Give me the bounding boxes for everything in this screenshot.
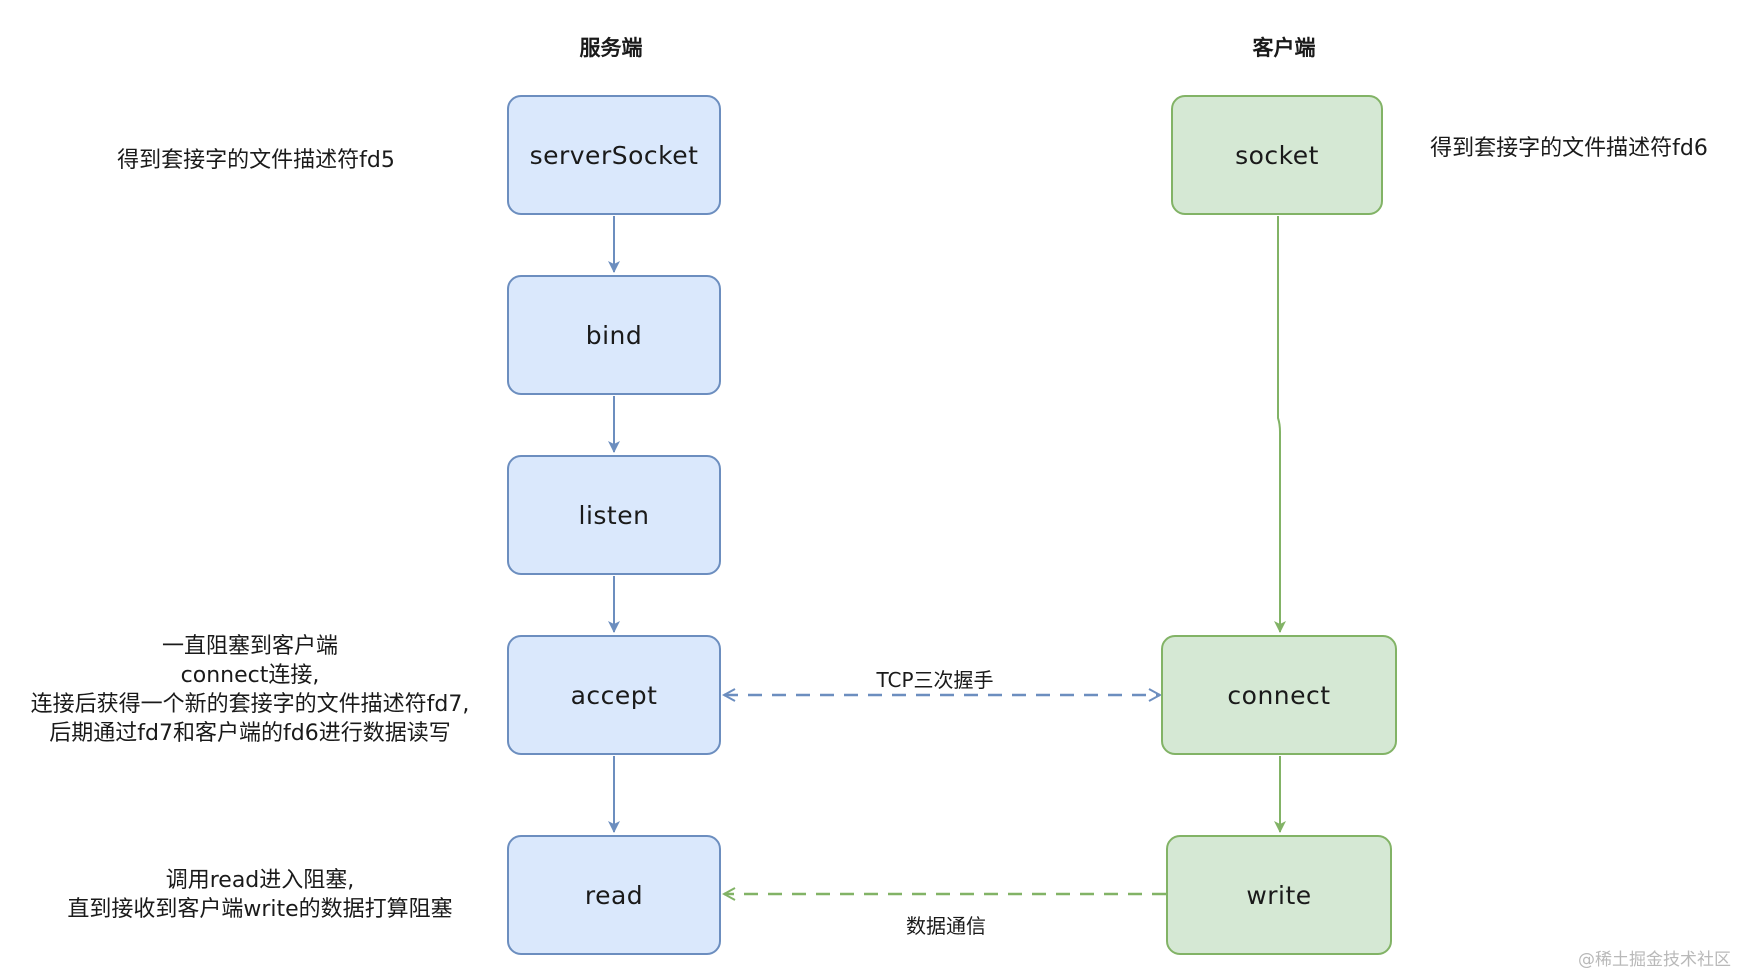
- edge-socket-to-connect: [1274, 216, 1286, 633]
- note-client-socket: 得到套接字的文件描述符fd6: [1430, 136, 1708, 161]
- note-read-line-1: 调用read进入阻塞,: [165, 868, 355, 893]
- note-accept-line-1: 一直阻塞到客户端: [161, 634, 338, 659]
- node-bind[interactable]: bind: [507, 275, 721, 395]
- node-accept[interactable]: accept: [507, 635, 721, 755]
- node-connect[interactable]: connect: [1161, 635, 1397, 755]
- node-listen[interactable]: listen: [507, 455, 721, 575]
- node-socket[interactable]: socket: [1171, 95, 1383, 215]
- node-write[interactable]: write: [1166, 835, 1392, 955]
- note-accept-line-4: 后期通过fd7和客户端的fd6进行数据读写: [49, 721, 451, 746]
- note-accept: 一直阻塞到客户端 connect连接, 连接后获得一个新的套接字的文件描述符fd…: [0, 632, 500, 748]
- note-read-line-2: 直到接收到客户端write的数据打算阻塞: [67, 897, 453, 922]
- server-column-title: 服务端: [579, 36, 643, 60]
- node-server-socket[interactable]: serverSocket: [507, 95, 721, 215]
- note-accept-line-3: 连接后获得一个新的套接字的文件描述符fd7,: [30, 692, 470, 717]
- label-tcp-handshake: TCP三次握手: [876, 668, 994, 692]
- note-accept-line-2: connect连接,: [180, 663, 320, 688]
- note-server-socket: 得到套接字的文件描述符fd5: [117, 148, 395, 173]
- watermark: @稀土掘金技术社区: [1578, 950, 1731, 970]
- node-read[interactable]: read: [507, 835, 721, 955]
- note-read: 调用read进入阻塞, 直到接收到客户端write的数据打算阻塞: [40, 866, 480, 924]
- label-data-communication: 数据通信: [906, 914, 986, 938]
- client-column-title: 客户端: [1252, 36, 1316, 60]
